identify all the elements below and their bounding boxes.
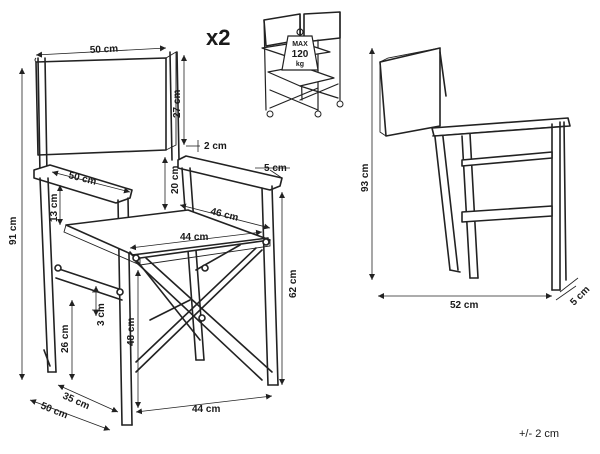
- backrest-fabric: [35, 57, 167, 156]
- label-arm-to-seat: 13 cm: [49, 194, 60, 222]
- label-side-leg-depth: 5 cm: [568, 284, 592, 308]
- weight-icon: [281, 35, 319, 71]
- label-back-height: 27 cm: [172, 90, 183, 118]
- side-backrest: [379, 47, 441, 137]
- side-armrest: [431, 117, 571, 137]
- tolerance-note: +/- 2 cm: [519, 428, 559, 440]
- quantity-label: x2: [206, 25, 230, 50]
- label-base-width: 44 cm: [192, 404, 220, 415]
- back-post-left: [37, 57, 41, 176]
- label-arm-height: 62 cm: [288, 270, 299, 298]
- label-armrest-gap: 2 cm: [204, 141, 227, 152]
- label-armrest-width: 5 cm: [264, 163, 287, 174]
- front-dimension-lines: [19, 45, 290, 431]
- cross-brace: [135, 261, 263, 381]
- label-seat-width: 44 cm: [180, 232, 208, 243]
- label-side-height: 93 cm: [360, 164, 371, 192]
- label-side-depth: 52 cm: [450, 300, 478, 311]
- side-chair-drawing: [379, 47, 571, 291]
- back-post-right: [169, 51, 173, 161]
- max-load-value: 120: [292, 49, 309, 60]
- max-load-line1: MAX: [292, 41, 308, 48]
- label-arm-height-above-seat: 20 cm: [170, 166, 181, 194]
- front-chair-drawing: [33, 51, 283, 426]
- label-total-height: 91 cm: [8, 217, 19, 245]
- label-leg-thickness: 3 cm: [96, 303, 107, 326]
- label-cross-height: 26 cm: [60, 325, 71, 353]
- armrest-right: [177, 155, 283, 191]
- label-back-width: 50 cm: [90, 44, 119, 56]
- max-load-unit: kg: [296, 61, 304, 68]
- side-dimension-lines: [369, 48, 579, 301]
- label-base-length: 50 cm: [39, 401, 70, 422]
- mini-chair-icon: MAX 120 kg: [261, 11, 344, 118]
- label-seat-height: 48 cm: [126, 318, 137, 346]
